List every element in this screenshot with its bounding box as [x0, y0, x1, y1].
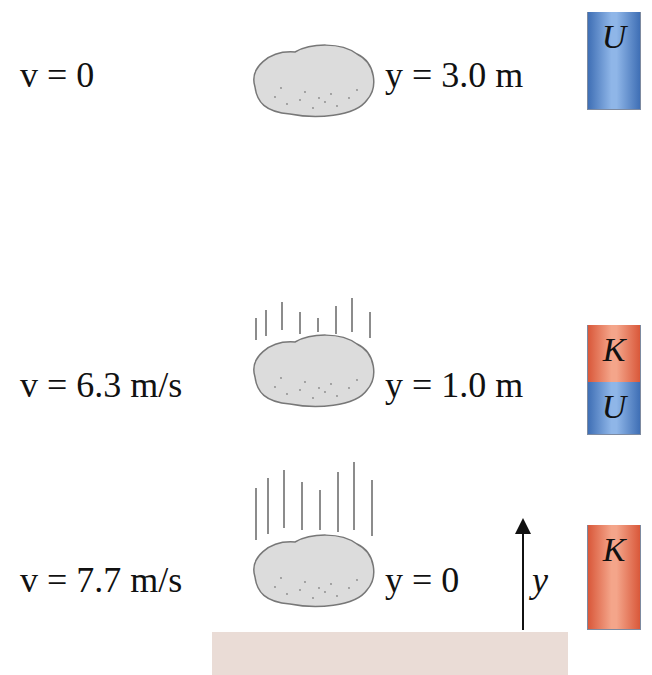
velocity-label: v = 7.7 m/s: [20, 562, 182, 598]
height-label: y = 0: [385, 562, 459, 598]
energy-letter: U: [602, 382, 627, 424]
energy-letter: K: [603, 325, 626, 367]
rock: [254, 335, 374, 406]
energy-fill: K: [588, 325, 640, 382]
rock: [254, 45, 374, 116]
rocks: [254, 45, 374, 606]
energy-letter: U: [602, 12, 627, 54]
energy-bar: K: [587, 525, 641, 630]
velocity-label: v = 0: [20, 57, 94, 93]
axis-label: y: [532, 562, 548, 598]
motion-lines: [256, 298, 372, 540]
energy-bar: KU: [587, 325, 641, 435]
ground: [212, 632, 568, 675]
energy-fill: K: [588, 525, 640, 629]
energy-fill: U: [588, 382, 640, 434]
energy-bar: U: [587, 12, 641, 110]
energy-fill: U: [588, 12, 640, 109]
rock: [254, 535, 374, 606]
energy-letter: K: [603, 525, 626, 567]
height-label: y = 1.0 m: [385, 367, 523, 403]
y-axis-arrow: [522, 526, 524, 630]
height-label: y = 3.0 m: [385, 57, 523, 93]
velocity-label: v = 6.3 m/s: [20, 367, 182, 403]
